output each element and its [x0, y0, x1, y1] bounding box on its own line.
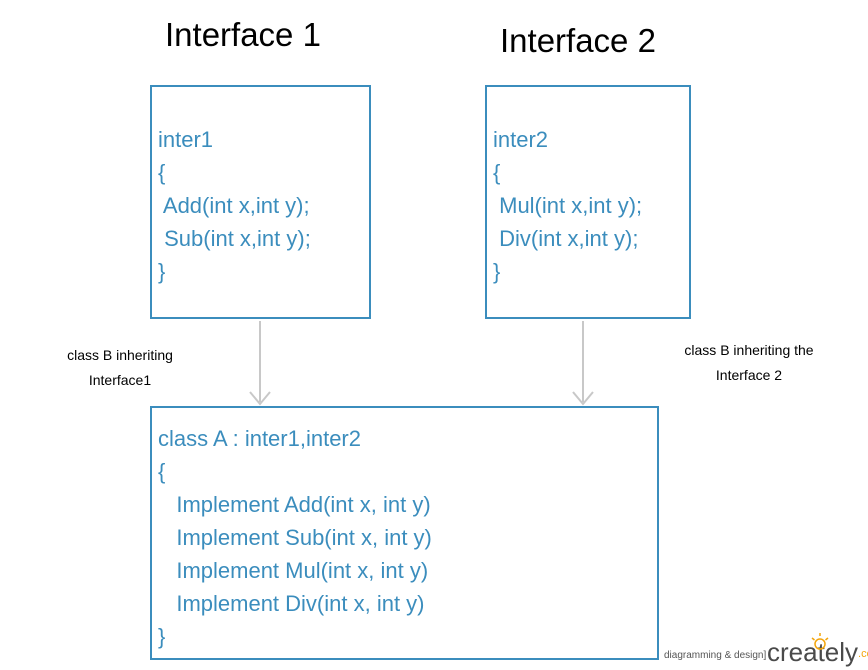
- class-a-box[interactable]: class A : inter1,inter2 { Implement Add(…: [150, 406, 659, 660]
- class-a-line: Implement Sub(int x, int y): [158, 525, 432, 550]
- lightbulb-icon: [811, 633, 829, 650]
- inter2-line: inter2: [493, 127, 549, 152]
- class-a-line: Implement Div(int x, int y): [158, 591, 425, 616]
- edge-label-line: Interface1: [88, 372, 152, 388]
- creately-logo: creately.com: [767, 637, 868, 668]
- inter2-line: Mul(int x,int y);: [493, 193, 643, 218]
- edge-label-right: class B inheriting the Interface 2: [654, 338, 844, 388]
- inter2-line: }: [493, 259, 501, 284]
- edge-label-line: class B inheriting: [67, 347, 173, 363]
- interface-2-heading: Interface 2: [500, 22, 656, 59]
- arrowhead-icon: [572, 391, 594, 406]
- logo-main: creately: [767, 637, 859, 667]
- class-a-line: Implement Add(int x, int y): [158, 492, 431, 517]
- inter1-line: }: [158, 259, 166, 284]
- branding-tagline: diagramming & design]: [664, 650, 767, 661]
- inter1-line: Add(int x,int y);: [158, 193, 310, 218]
- edge-label-line: class B inheriting the: [684, 342, 814, 358]
- inter1-box[interactable]: inter1 { Add(int x,int y); Sub(int x,int…: [150, 85, 371, 319]
- inter2-line: Div(int x,int y);: [493, 226, 639, 251]
- connector-inter2-to-class-a[interactable]: [572, 321, 594, 406]
- class-a-line: {: [158, 459, 166, 484]
- class-a-line: Implement Mul(int x, int y): [158, 558, 429, 583]
- inter1-line: inter1: [158, 127, 214, 152]
- connector-inter1-to-class-a[interactable]: [249, 321, 271, 406]
- interface-1-heading: Interface 1: [165, 16, 321, 53]
- inter2-line: {: [493, 160, 501, 185]
- edge-label-left: class B inheriting Interface1: [40, 343, 200, 393]
- class-a-line: class A : inter1,inter2: [158, 426, 361, 451]
- arrowhead-icon: [249, 391, 271, 406]
- inter1-line: {: [158, 160, 166, 185]
- inter1-line: Sub(int x,int y);: [158, 226, 311, 251]
- inter2-box[interactable]: inter2 { Mul(int x,int y); Div(int x,int…: [485, 85, 691, 319]
- class-a-line: }: [158, 624, 166, 649]
- logo-suffix: .com: [858, 648, 868, 661]
- edge-label-line: Interface 2: [715, 367, 783, 383]
